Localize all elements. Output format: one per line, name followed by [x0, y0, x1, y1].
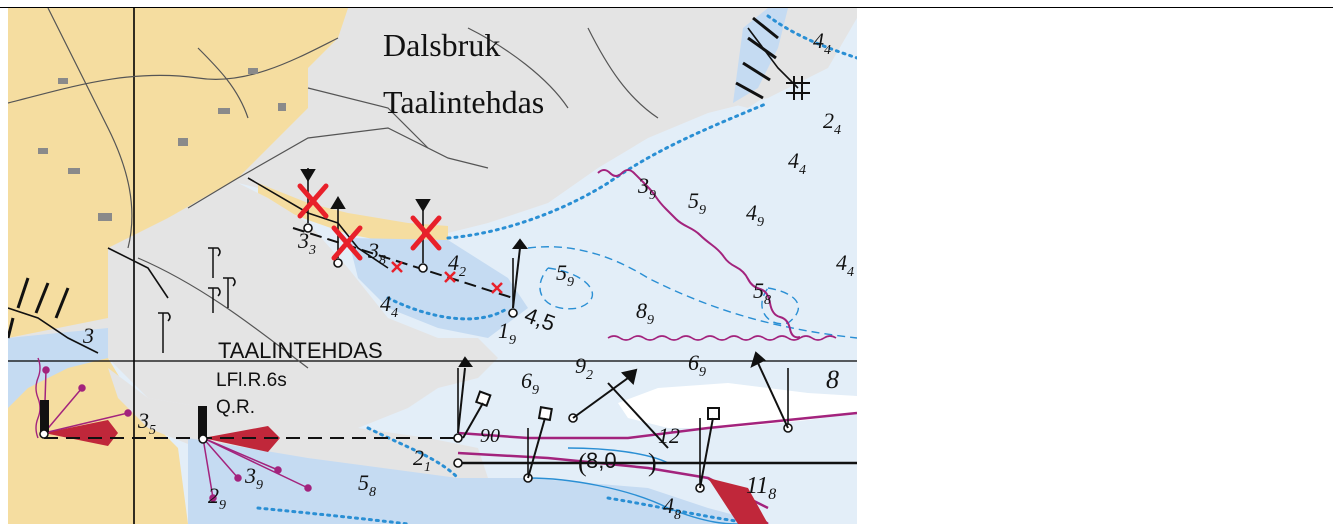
cable-line-2	[607, 335, 837, 341]
harbour-quay	[108, 368, 488, 478]
leading-light-icon	[40, 400, 49, 432]
leading-light-structures	[40, 400, 207, 438]
light-sector-flare-icon	[203, 426, 280, 452]
direction-light-arrow-icon	[458, 356, 473, 367]
depth-sounding: 90	[480, 425, 500, 447]
place-name-swedish: Dalsbruk	[383, 27, 500, 63]
mast-icon	[158, 312, 171, 353]
masts	[158, 247, 236, 353]
depth-sounding: 35	[137, 408, 156, 438]
chart-svg[interactable]: Dalsbruk Taalintehdas TAALINTEHDAS LFl.R…	[8, 8, 857, 524]
deep-channel	[618, 383, 857, 428]
mast-icon	[208, 247, 221, 278]
light-characteristic-2: Q.R.	[216, 397, 255, 418]
light-sector-flare-icon	[44, 420, 118, 446]
depth-sounding: 39	[637, 173, 656, 203]
direction-light-arrow-icon	[512, 238, 528, 249]
light-sectors	[44, 420, 768, 524]
light-bases	[39, 429, 208, 444]
top-border	[0, 7, 1333, 8]
small-red-crosses	[391, 261, 503, 294]
shallow-s	[188, 438, 768, 524]
buildings	[38, 68, 286, 221]
leading-line-bearing-2: 8,0	[586, 448, 617, 473]
solid-contours	[527, 447, 739, 524]
depth-sounding: 12	[658, 423, 680, 448]
cable-line-3	[35, 357, 41, 439]
depth-sounding: 29	[208, 483, 226, 513]
depth-sounding: 44	[836, 250, 854, 280]
depth-sounding: 44	[380, 291, 398, 321]
depth-sounding: 92	[575, 353, 593, 383]
wreck-symbol	[786, 76, 810, 100]
mast-icon	[223, 277, 236, 308]
harbour-name: TAALINTEHDAS	[218, 338, 383, 363]
depth-sounding: 44	[813, 28, 831, 58]
direction-light-arrow-icon	[300, 169, 316, 182]
depth-sounding: 58	[358, 470, 376, 500]
depth-sounding: 39	[244, 463, 263, 493]
cliff-hatches	[8, 16, 779, 339]
direction-light-arrow-icon	[415, 199, 431, 212]
depth-soundings: 44 24 44 39 59 49 44 58 33 38 42 59 89 44 19 92 69 69 8 3 35…	[82, 28, 854, 523]
roads	[8, 8, 659, 369]
direction-light-arrow-icon	[330, 196, 346, 209]
light-sector-flare-icon	[708, 478, 768, 524]
depth-sounding: 49	[746, 200, 764, 230]
depth-sounding: 24	[823, 108, 841, 138]
depth-sounding: 19	[498, 318, 516, 348]
square-beacons	[462, 390, 720, 489]
paren-open: (	[578, 448, 587, 477]
nautical-chart[interactable]: Dalsbruk Taalintehdas TAALINTEHDAS LFl.R…	[8, 8, 857, 524]
depth-sounding: 58	[753, 278, 771, 308]
depth-sounding: 8	[826, 365, 839, 394]
paren-close: )	[648, 448, 657, 477]
depth-sounding: 69	[688, 350, 706, 380]
removed-beacons	[297, 183, 442, 261]
direction-light-arrow-icon	[621, 368, 638, 385]
shoal-ne	[733, 8, 788, 103]
direction-arrows	[300, 169, 789, 449]
depth-sounding: 69	[521, 368, 539, 398]
depth-sounding: 118	[746, 473, 776, 503]
removed-beacon-cross-icon	[331, 225, 363, 261]
harbour-land	[108, 183, 498, 428]
mast-icon	[208, 287, 221, 313]
depth-sounding: 44	[788, 148, 806, 178]
shallow-w	[8, 328, 108, 408]
depth-sounding: 59	[688, 188, 706, 218]
removed-beacon-cross-icon	[410, 215, 442, 251]
leading-light-icon	[198, 406, 207, 438]
direction-light-arrow-icon	[750, 351, 766, 368]
depth-sounding: 59	[556, 260, 574, 290]
depth-sounding: 89	[636, 298, 654, 328]
cable-line	[597, 169, 801, 339]
shore-strip	[258, 183, 448, 246]
place-name-finnish: Taalintehdas	[383, 84, 544, 120]
depth-sounding: 3	[82, 323, 94, 348]
depth-sounding: 38	[367, 238, 386, 268]
leading-line-3	[292, 227, 514, 299]
land-urban	[8, 8, 348, 338]
removed-beacon-cross-icon	[297, 183, 329, 219]
light-rays	[42, 366, 312, 502]
depth-sounding: 21	[413, 445, 431, 475]
depth-sounding: 42	[448, 250, 466, 280]
depth-sounding: 33	[297, 228, 316, 258]
depth-sounding: 48	[663, 493, 681, 523]
light-characteristic-1: LFl.R.6s	[216, 370, 287, 391]
